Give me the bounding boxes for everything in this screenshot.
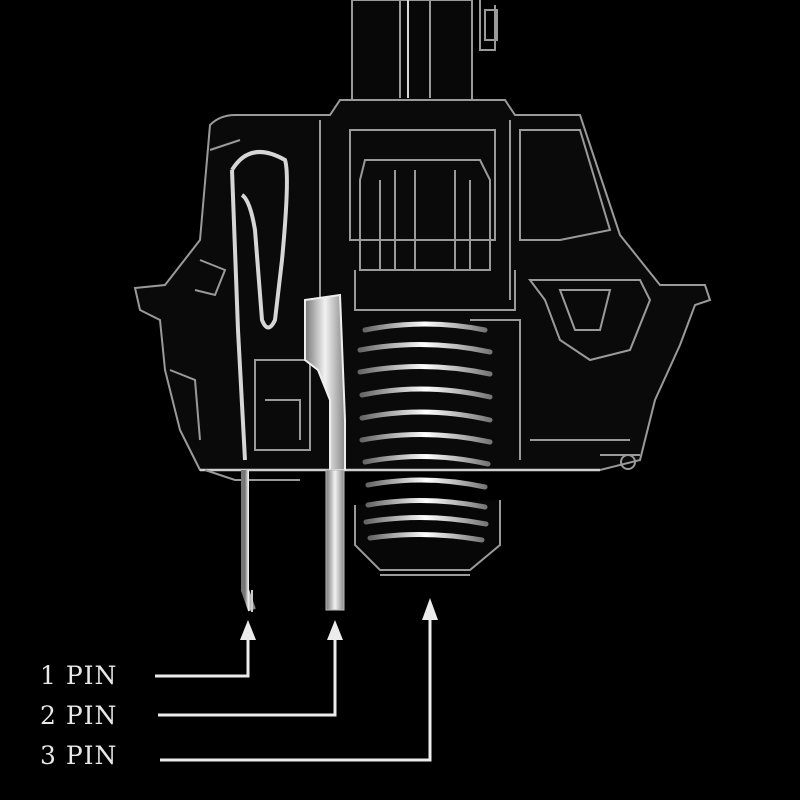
stem: [351, 0, 498, 101]
pin-1-label: 1 PIN: [40, 661, 118, 690]
housing: [133, 99, 712, 481]
pin-3-label: 3 PIN: [40, 741, 118, 770]
pin-3-arrow: [160, 598, 438, 762]
pin-2-label: 2 PIN: [40, 701, 118, 730]
spring: [354, 321, 501, 576]
pin-1-contact: [230, 150, 289, 612]
pin-2-contact: [304, 293, 346, 611]
pin-1-arrow: [155, 620, 256, 678]
pin-2-arrow: [158, 620, 343, 717]
